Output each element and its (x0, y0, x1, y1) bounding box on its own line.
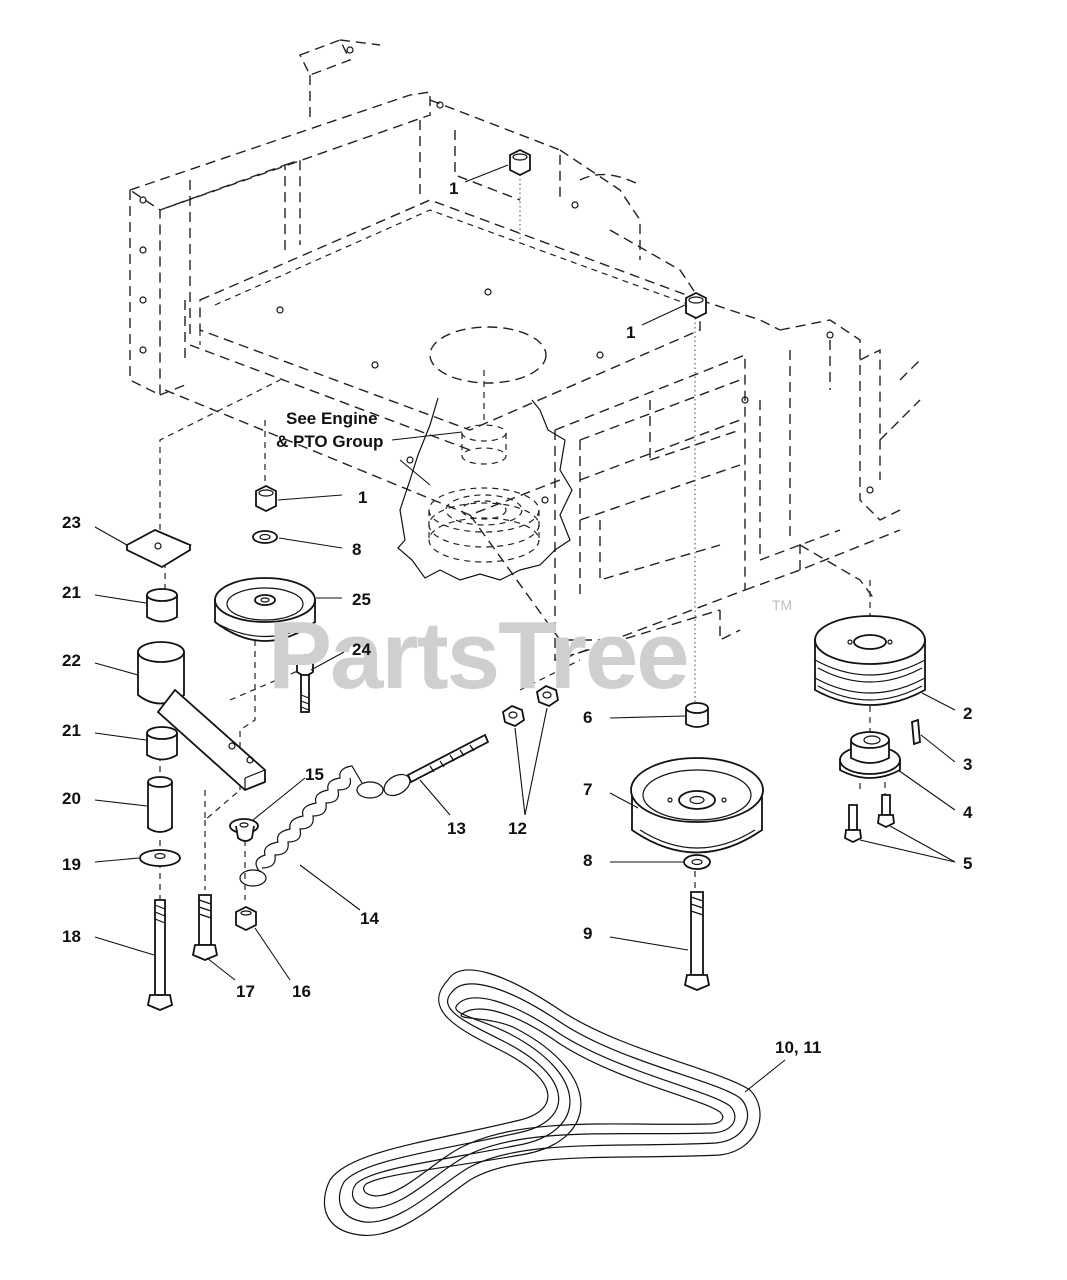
callout-19[interactable]: 19 (62, 855, 81, 874)
callout-4[interactable]: 4 (963, 803, 973, 822)
callout-1-idler[interactable]: 1 (358, 488, 367, 507)
callout-22[interactable]: 22 (62, 651, 81, 670)
washer-lower[interactable] (683, 854, 711, 870)
screw-5b[interactable] (877, 794, 895, 829)
callout-21-upper[interactable]: 21 (62, 583, 81, 602)
idler-arm-22[interactable] (137, 641, 266, 792)
leader-lines (94, 164, 956, 1093)
hub-4[interactable] (839, 731, 901, 779)
callout-21-lower[interactable]: 21 (62, 721, 81, 740)
callout-1-right[interactable]: 1 (626, 323, 635, 342)
idler-pulley-7[interactable] (630, 757, 764, 854)
key-3[interactable] (911, 718, 921, 746)
callout-labels: 1 1 1 2 3 4 5 6 7 8 8 9 10, 11 12 13 14 … (62, 179, 973, 1057)
callout-3[interactable]: 3 (963, 755, 972, 774)
v-belt-10-11[interactable] (323, 969, 761, 1236)
spacer-6[interactable] (685, 702, 709, 728)
callout-10-11[interactable]: 10, 11 (775, 1038, 821, 1057)
nut-12a[interactable] (501, 704, 526, 728)
callout-16[interactable]: 16 (292, 982, 311, 1001)
pto-cutaway (391, 370, 573, 581)
callout-5[interactable]: 5 (963, 854, 972, 873)
bolt-24[interactable] (296, 653, 314, 713)
drive-pulley-2[interactable] (814, 615, 926, 706)
bushing-15[interactable] (229, 818, 259, 842)
spacer-20[interactable] (147, 776, 173, 833)
bolt-18[interactable] (146, 899, 174, 1011)
callout-8-upper[interactable]: 8 (352, 540, 361, 559)
callout-13[interactable]: 13 (447, 819, 466, 838)
note-line-2: & PTO Group (276, 432, 383, 451)
nut-16[interactable] (235, 905, 257, 932)
callout-1-top[interactable]: 1 (449, 179, 458, 198)
locknut-idler[interactable] (255, 484, 277, 513)
plate-23[interactable] (125, 529, 192, 569)
bolt-17[interactable] (191, 894, 219, 961)
callout-15[interactable]: 15 (305, 765, 324, 784)
washer-19[interactable] (139, 849, 181, 867)
callout-14[interactable]: 14 (360, 909, 379, 928)
screw-5a[interactable] (844, 804, 862, 844)
nut-12b[interactable] (535, 684, 560, 708)
callout-18[interactable]: 18 (62, 927, 81, 946)
callout-8-lower[interactable]: 8 (583, 851, 592, 870)
callout-7[interactable]: 7 (583, 780, 592, 799)
eyebolt-13[interactable] (380, 733, 490, 800)
bushing-lower[interactable] (146, 726, 178, 761)
callout-24[interactable]: 24 (352, 640, 371, 659)
bushing-upper[interactable] (146, 588, 178, 623)
mower-frame (129, 39, 921, 661)
locknut-top[interactable] (509, 148, 531, 177)
callout-20[interactable]: 20 (62, 789, 81, 808)
callout-6[interactable]: 6 (583, 708, 592, 727)
locknut-right[interactable] (685, 291, 707, 320)
callout-25[interactable]: 25 (352, 590, 371, 609)
callout-9[interactable]: 9 (583, 924, 592, 943)
watermark-trademark: TM (772, 597, 792, 613)
spring-14[interactable] (239, 765, 384, 887)
callout-2[interactable]: 2 (963, 704, 972, 723)
watermark-text: PartsTree (268, 602, 688, 709)
note-line-1: See Engine (286, 409, 378, 428)
callout-12[interactable]: 12 (508, 819, 527, 838)
callout-23[interactable]: 23 (62, 513, 81, 532)
idler-pulley-25[interactable] (214, 577, 316, 642)
bolt-9[interactable] (683, 891, 711, 991)
washer-upper[interactable] (252, 530, 278, 544)
callout-17[interactable]: 17 (236, 982, 255, 1001)
